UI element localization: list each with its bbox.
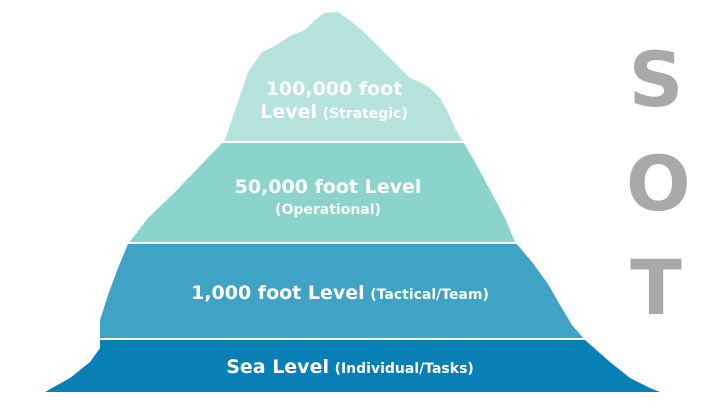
side-letter-s: S [628,35,684,124]
side-letter-o: O [626,139,691,228]
tier-title: 50,000 foot Level [234,176,422,198]
tier-separator [45,141,660,143]
tier-label-sea-level: Sea Level (Individual/Tasks) [150,356,550,379]
tier-subtitle: (Tactical/Team) [370,287,489,303]
tier-subtitle: (Individual/Tasks) [334,361,474,377]
tier-band-sea-level [45,339,660,392]
tier-separator [45,242,660,244]
tier-title: Sea Level [226,356,329,378]
tier-subtitle: (Operational) [275,201,381,218]
tier-label-operational: 50,000 foot Level (Operational) [188,176,468,219]
tier-separator [45,338,660,340]
tier-label-tactical: 1,000 foot Level (Tactical/Team) [140,282,540,305]
tier-title: 100,000 foot [265,78,403,100]
tier-subtitle: (Strategic) [322,105,408,122]
tier-label-strategic: 100,000 foot Level (Strategic) [234,78,434,124]
tier-title: Level [260,100,317,123]
side-letter-t: T [630,243,682,332]
tier-title: 1,000 foot Level [191,282,365,304]
